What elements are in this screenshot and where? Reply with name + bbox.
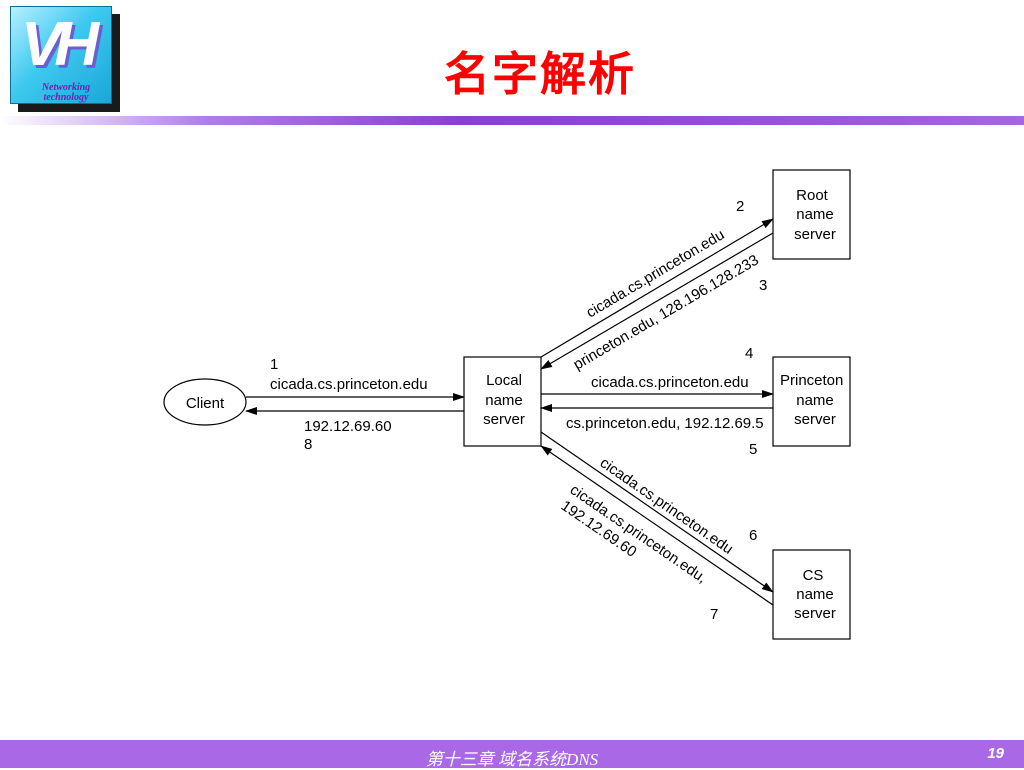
local-label-line2: name — [485, 392, 523, 409]
vh-logo: VH Networking technology — [10, 6, 122, 112]
princeton-label-line2: name — [796, 392, 834, 409]
cs-name-server-node: CS name server — [772, 549, 851, 640]
princeton-label-line1: Princeton — [780, 372, 843, 389]
step-3-label: 3 — [759, 277, 767, 294]
step-2-label: 2 — [736, 198, 744, 215]
title-divider-bar — [0, 116, 1024, 125]
root-query-label: cicada.cs.princeton.edu — [583, 226, 727, 321]
arrow-cs-to-local — [540, 445, 774, 606]
princeton-label-line3: server — [794, 411, 836, 428]
page-number: 19 — [987, 745, 1004, 762]
cs-label-line3: server — [794, 605, 836, 622]
step-1-label: 1 — [270, 356, 278, 373]
root-label-line1: Root — [796, 187, 829, 204]
step-6-label: 6 — [749, 527, 757, 544]
princeton-query-label: cicada.cs.princeton.edu — [591, 374, 749, 391]
client-label: Client — [186, 395, 225, 412]
step-8-label: 8 — [304, 436, 312, 453]
logo-text-technology: technology — [43, 92, 89, 103]
footer-chapter-text: 第十三章 域名系统DNS — [425, 750, 599, 769]
slide-title: 名字解析 — [444, 47, 636, 101]
step-4-label: 4 — [745, 345, 753, 362]
local-name-server-node: Local name server — [463, 356, 542, 447]
local-label-line3: server — [483, 411, 525, 428]
logo-text-networking: Networking — [41, 82, 91, 93]
arrow-local-to-root — [540, 218, 774, 358]
client-answer-label: 192.12.69.60 — [304, 418, 392, 435]
root-name-server-node: Root name server — [772, 169, 851, 260]
arrow-local-to-cs — [540, 431, 774, 593]
root-label-line2: name — [796, 206, 834, 223]
princeton-reply-label: cs.princeton.edu, 192.12.69.5 — [566, 415, 764, 432]
step-5-label: 5 — [749, 441, 757, 458]
cs-label-line2: name — [796, 586, 834, 603]
client-query-label: cicada.cs.princeton.edu — [270, 376, 428, 393]
root-label-line3: server — [794, 226, 836, 243]
client-node: Client — [163, 378, 247, 426]
step-7-label: 7 — [710, 606, 718, 623]
arrow-root-to-local — [540, 232, 774, 370]
local-label-line1: Local — [486, 372, 522, 389]
footer-bar: 第十三章 域名系统DNS 19 — [0, 740, 1024, 769]
logo-face: VH — [10, 6, 112, 104]
cs-label-line1: CS — [803, 567, 824, 584]
princeton-name-server-node: Princeton name server — [772, 356, 851, 447]
logo-letters: VH — [21, 10, 99, 79]
